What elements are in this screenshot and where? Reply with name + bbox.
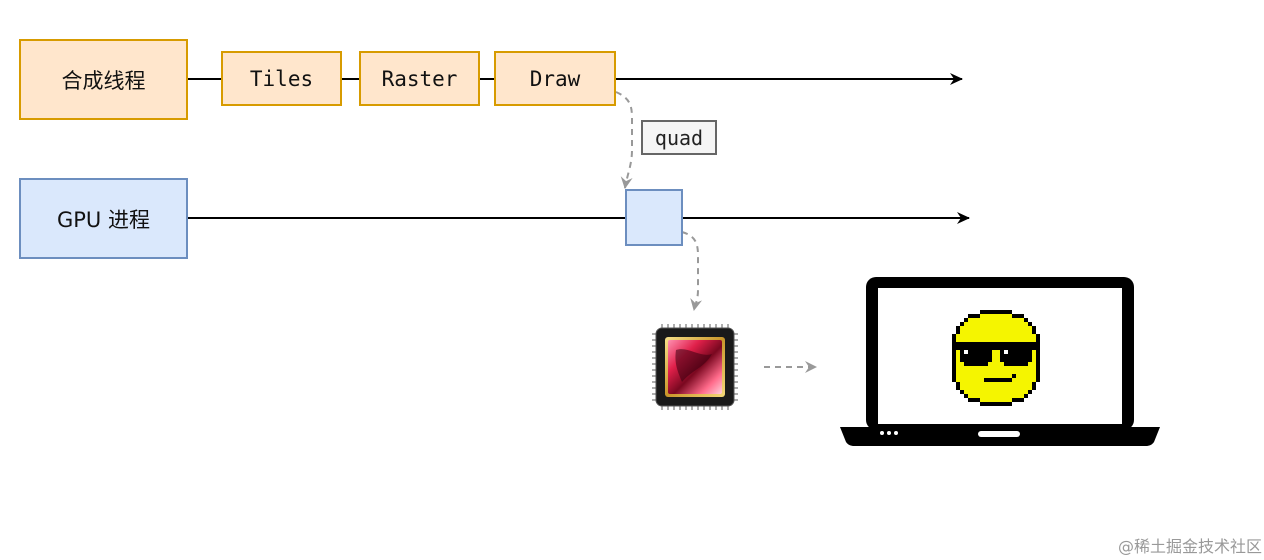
gpu-chip-icon <box>652 324 738 410</box>
sunglasses-smiley-icon <box>952 310 1040 406</box>
watermark-text: @稀土掘金技术社区 <box>1117 537 1262 556</box>
raster-step-box: Raster <box>359 51 480 106</box>
tiles-step-label: Tiles <box>249 66 314 91</box>
draw-step-label: Draw <box>529 66 581 91</box>
quad-edge-text: quad <box>654 125 704 150</box>
compositor-thread-box: 合成线程 <box>19 39 188 120</box>
tiles-step-box: Tiles <box>221 51 342 106</box>
draw-step-box: Draw <box>494 51 616 106</box>
raster-step-label: Raster <box>381 66 458 91</box>
gpu-to-chip-dashed-arrow <box>681 231 703 311</box>
gpu-process-label: GPU 进程 <box>57 207 150 232</box>
quad-dashed-arrow <box>615 91 633 189</box>
gpu-event-box <box>625 189 683 246</box>
quad-edge-label: quad <box>641 120 717 155</box>
gpu-process-box: GPU 进程 <box>19 178 188 259</box>
compositor-thread-label: 合成线程 <box>61 68 146 93</box>
